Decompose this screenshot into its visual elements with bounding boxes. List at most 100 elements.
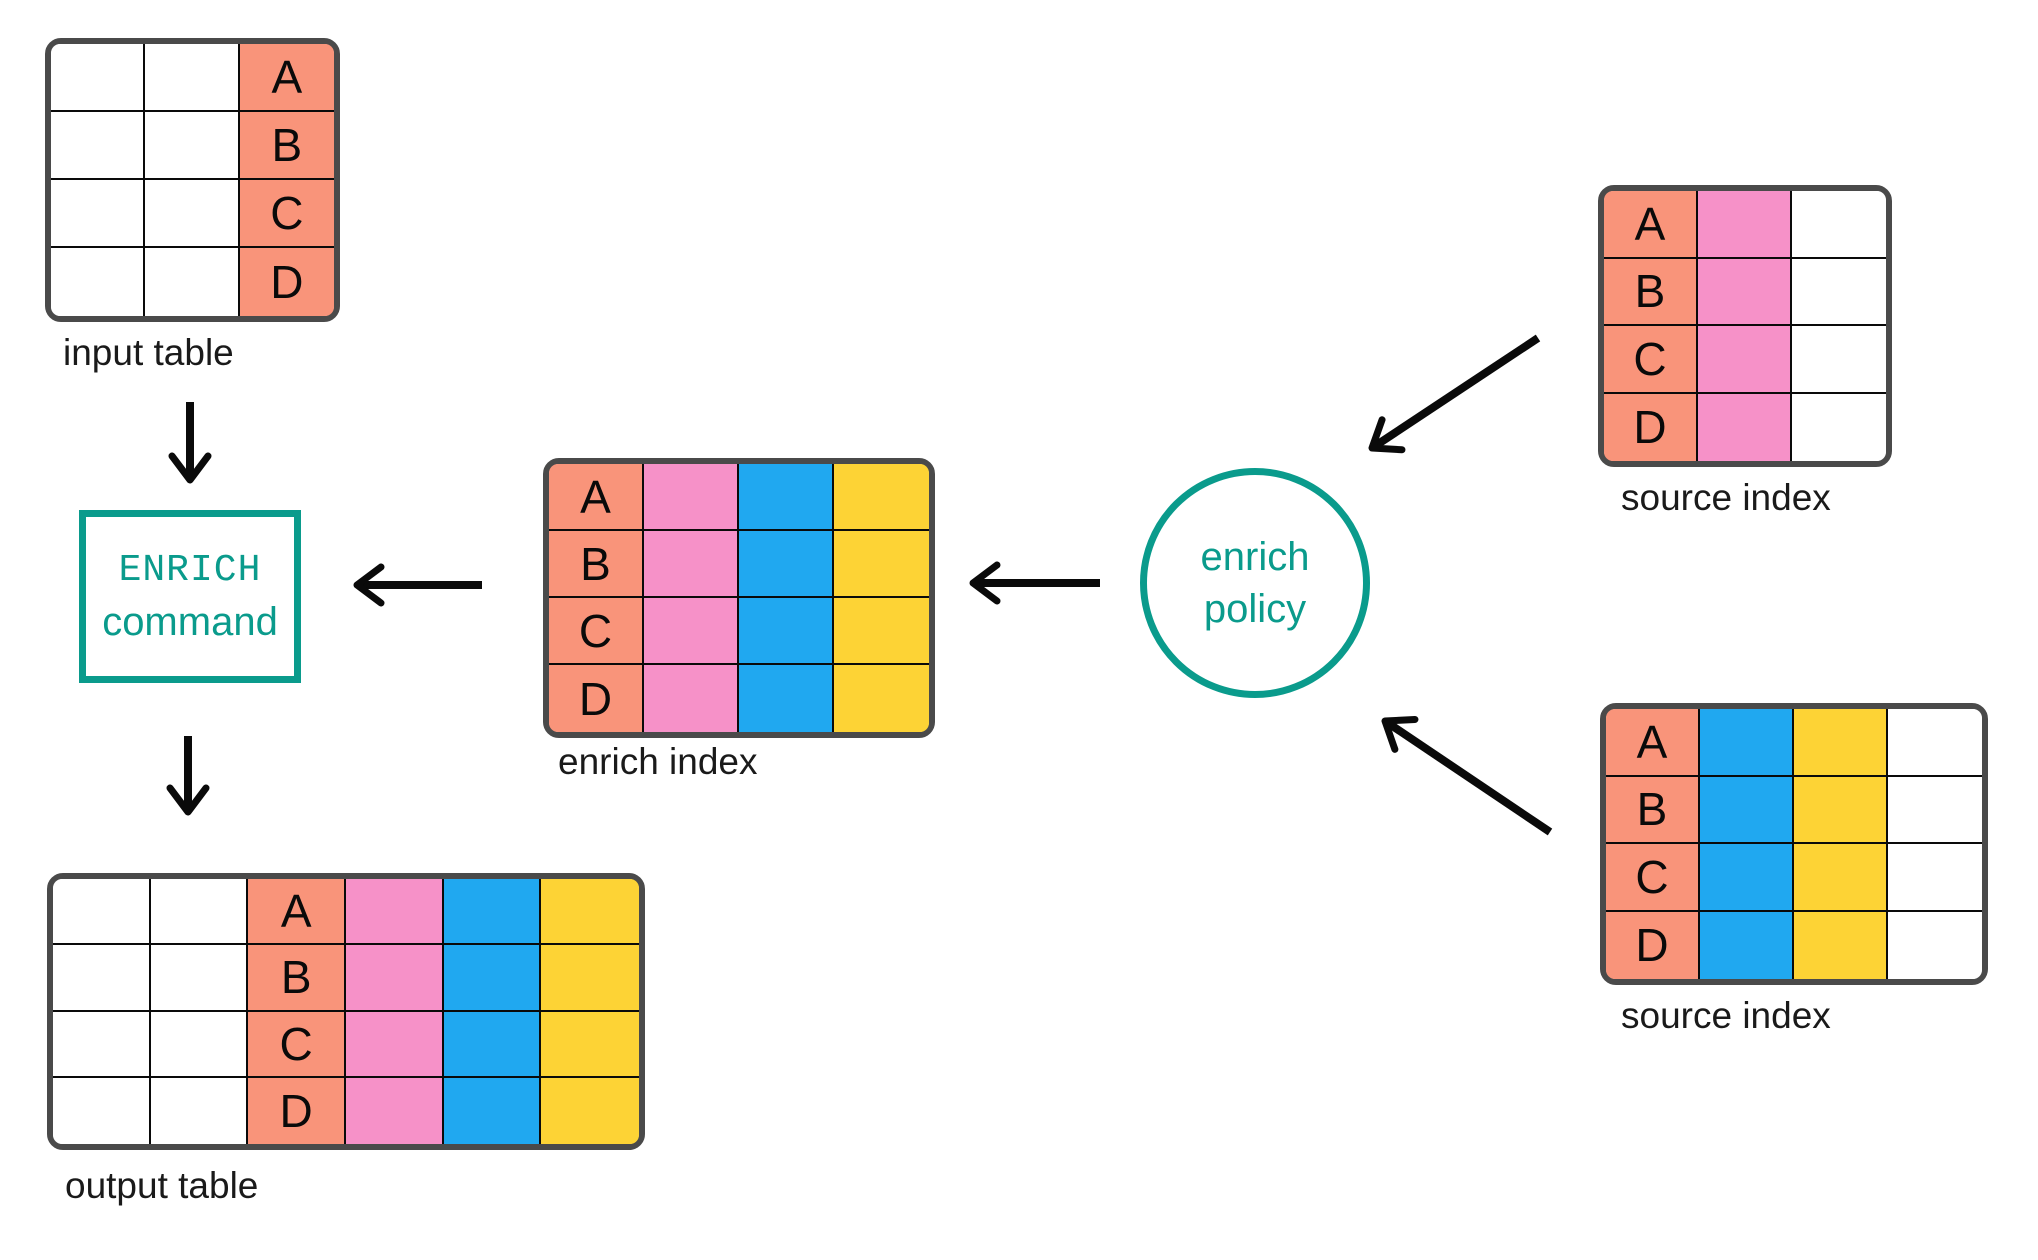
table-cell: [834, 598, 929, 665]
table-cell: [145, 248, 240, 316]
output-table-label: output table: [65, 1165, 259, 1206]
table-cell: [834, 531, 929, 598]
table-cell: [145, 180, 240, 248]
table-cell: C: [248, 1011, 346, 1078]
table-cell: [150, 1077, 249, 1144]
arrow-source-bottom-to-enrich-policy: [1381, 715, 1553, 836]
table-cell: [644, 665, 739, 732]
table-cell: [53, 1077, 151, 1144]
table-cell: A: [549, 464, 644, 531]
table-cell: [1700, 776, 1794, 844]
table-cell: [51, 44, 146, 112]
table-cell: [1794, 911, 1888, 979]
table-cell: [345, 1077, 444, 1144]
source-index-top-label: source index: [1621, 477, 1831, 518]
table-cell: [345, 945, 444, 1012]
table-cell: C: [1606, 844, 1700, 912]
table-cell: [1700, 709, 1794, 777]
table-cell: [150, 1011, 249, 1078]
table-cell: C: [1604, 326, 1698, 394]
table-cell: [1794, 709, 1888, 777]
table-cell: [1792, 326, 1886, 394]
table-cell: D: [1604, 393, 1698, 461]
table-cell: [443, 1011, 542, 1078]
table-cell: [1888, 709, 1982, 777]
table-cell: [1792, 258, 1886, 326]
table-cell: [1792, 191, 1886, 259]
table-cell: C: [549, 598, 644, 665]
table-cell: [345, 1011, 444, 1078]
table-cell: [1888, 844, 1982, 912]
table-cell: C: [239, 180, 334, 248]
table-cell: [644, 531, 739, 598]
enrich-policy-line2: policy: [1203, 587, 1307, 631]
table-cell: B: [549, 531, 644, 598]
table-cell: [150, 945, 249, 1012]
table-cell: [541, 879, 639, 946]
table-cell: B: [1604, 258, 1698, 326]
table-cell: [834, 464, 929, 531]
source-index-bottom-label: source index: [1621, 995, 1831, 1036]
table-cell: [145, 112, 240, 180]
table-cell: [443, 945, 542, 1012]
table-cell: [51, 180, 146, 248]
table-cell: [541, 945, 639, 1012]
table-cell: [644, 464, 739, 531]
table-cell: [1888, 911, 1982, 979]
table-cell: [53, 945, 151, 1012]
table-cell: [541, 1011, 639, 1078]
table-cell: B: [248, 945, 346, 1012]
table-cell: A: [1606, 709, 1700, 777]
table-cell: [644, 598, 739, 665]
table-cell: [51, 112, 146, 180]
enrich-policy-node: enrich policy: [1140, 468, 1370, 698]
table-cell: A: [1604, 191, 1698, 259]
table-cell: A: [239, 44, 334, 112]
table-cell: D: [1606, 911, 1700, 979]
table-cell: [1698, 191, 1792, 259]
table-cell: [345, 879, 444, 946]
table-cell: [1794, 844, 1888, 912]
table-cell: D: [549, 665, 644, 732]
table-cell: [1700, 911, 1794, 979]
table-cell: [1794, 776, 1888, 844]
table-cell: [145, 44, 240, 112]
enrich-command-node: ENRICH command: [79, 510, 301, 683]
table-cell: [1698, 393, 1792, 461]
table-cell: D: [248, 1077, 346, 1144]
table-cell: [1888, 776, 1982, 844]
input-table-label: input table: [63, 332, 234, 373]
table-cell: [1700, 844, 1794, 912]
table-cell: A: [248, 879, 346, 946]
table-cell: [1792, 393, 1886, 461]
table-cell: [53, 879, 151, 946]
table-cell: [53, 1011, 151, 1078]
table-cell: [739, 531, 834, 598]
enrich-command-keyword: ENRICH: [118, 548, 262, 592]
table-cell: [443, 879, 542, 946]
table-cell: B: [239, 112, 334, 180]
table-cell: [739, 598, 834, 665]
table-cell: [834, 665, 929, 732]
enrich-index-label: enrich index: [558, 741, 758, 782]
table-cell: [51, 248, 146, 316]
table-cell: [739, 665, 834, 732]
enrich-policy-line1: enrich: [1200, 535, 1310, 579]
table-cell: B: [1606, 776, 1700, 844]
table-cell: [150, 879, 249, 946]
enrich-command-word: command: [102, 599, 278, 644]
table-cell: D: [239, 248, 334, 316]
table-cell: [1698, 258, 1792, 326]
table-cell: [443, 1077, 542, 1144]
